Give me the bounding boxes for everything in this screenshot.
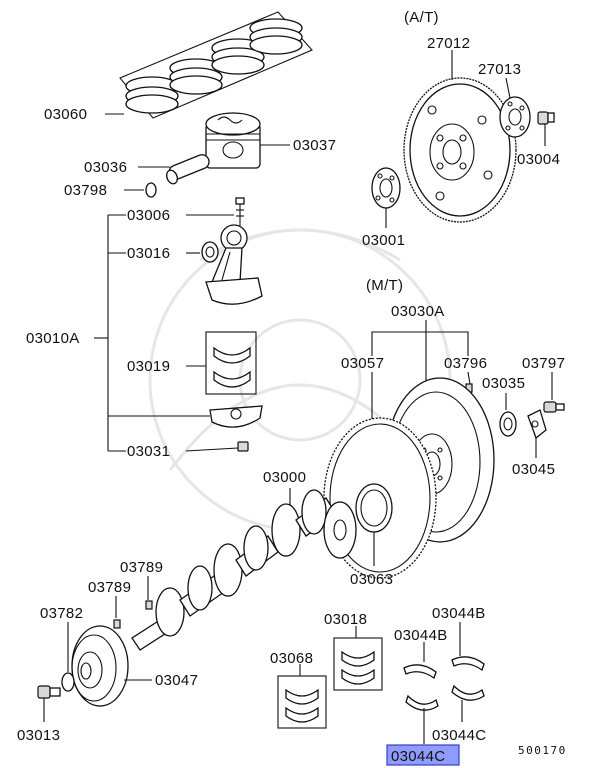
crank-pulley[interactable] — [71, 625, 129, 707]
drive-plate-bolt[interactable] — [537, 111, 555, 125]
label-03068[interactable]: 03068 — [270, 650, 313, 667]
selected-part-highlight[interactable] — [386, 744, 460, 766]
crank-key-1[interactable] — [145, 600, 153, 610]
connecting-rod[interactable] — [205, 224, 263, 305]
label-03044B-left[interactable]: 03044B — [394, 627, 448, 644]
label-03044C-right[interactable]: 03044C — [432, 727, 486, 744]
snap-ring[interactable] — [145, 182, 157, 198]
label-03004[interactable]: 03004 — [517, 151, 560, 168]
piston-rings-group[interactable] — [119, 11, 313, 119]
rod-nut[interactable] — [237, 441, 249, 452]
label-03018[interactable]: 03018 — [324, 611, 367, 628]
label-03063[interactable]: 03063 — [350, 571, 393, 588]
label-03796[interactable]: 03796 — [444, 355, 487, 372]
label-03797[interactable]: 03797 — [522, 355, 565, 372]
label-03044C-selected[interactable]: 03044C — [391, 748, 445, 765]
label-03057[interactable]: 03057 — [341, 355, 384, 372]
label-03798[interactable]: 03798 — [64, 182, 107, 199]
piston[interactable] — [205, 112, 261, 169]
rod-bushing[interactable] — [201, 241, 219, 263]
thrust-washer-upper-right[interactable] — [451, 656, 485, 672]
label-03044B-top[interactable]: 03044B — [432, 605, 486, 622]
label-03001[interactable]: 03001 — [362, 232, 405, 249]
rod-bearing-set[interactable] — [205, 331, 257, 395]
drive-plate[interactable] — [403, 77, 517, 223]
label-03010A[interactable]: 03010A — [26, 330, 80, 347]
crank-rear-seal[interactable] — [355, 483, 393, 533]
label-03789-upper[interactable]: 03789 — [120, 559, 163, 576]
flywheel-bolt-plate[interactable] — [527, 409, 547, 440]
label-03006[interactable]: 03006 — [127, 207, 170, 224]
crankshaft[interactable] — [131, 489, 357, 651]
crank-spacer[interactable] — [371, 167, 401, 209]
label-03000[interactable]: 03000 — [263, 469, 306, 486]
label-27013[interactable]: 27013 — [478, 61, 521, 78]
label-03013[interactable]: 03013 — [17, 727, 60, 744]
thrust-washer-lower-right[interactable] — [451, 684, 485, 701]
label-03016[interactable]: 03016 — [127, 245, 170, 262]
crank-key-2[interactable] — [113, 619, 121, 629]
label-03047[interactable]: 03047 — [155, 672, 198, 689]
pulley-washer[interactable] — [61, 672, 75, 692]
piston-pin[interactable] — [165, 153, 211, 186]
label-03030A[interactable]: 03030A — [391, 303, 445, 320]
label-03782[interactable]: 03782 — [40, 605, 83, 622]
rod-cap[interactable] — [209, 405, 263, 428]
label-03031[interactable]: 03031 — [127, 443, 170, 460]
label-03035[interactable]: 03035 — [482, 375, 525, 392]
label-03037[interactable]: 03037 — [293, 137, 336, 154]
drive-plate-adapter[interactable] — [499, 96, 531, 138]
label-03045[interactable]: 03045 — [512, 461, 555, 478]
diagram-code: 500170 — [518, 744, 567, 757]
label-03060[interactable]: 03060 — [44, 106, 87, 123]
flywheel-bolt[interactable] — [543, 401, 565, 413]
thrust-washer-lower-left[interactable] — [405, 694, 439, 711]
rod-bolt[interactable] — [235, 197, 245, 226]
label-03036[interactable]: 03036 — [84, 159, 127, 176]
label-at: (A/T) — [404, 9, 439, 26]
label-03019[interactable]: 03019 — [127, 358, 170, 375]
thrust-washer-upper-left[interactable] — [403, 664, 437, 680]
pilot-bearing[interactable] — [499, 411, 517, 437]
main-bearing-upper[interactable] — [333, 637, 383, 691]
main-bearing-lower[interactable] — [277, 675, 327, 729]
label-mt: (M/T) — [366, 277, 403, 294]
label-03789-lower[interactable]: 03789 — [88, 579, 131, 596]
label-27012[interactable]: 27012 — [427, 35, 470, 52]
pulley-bolt[interactable] — [37, 685, 61, 699]
